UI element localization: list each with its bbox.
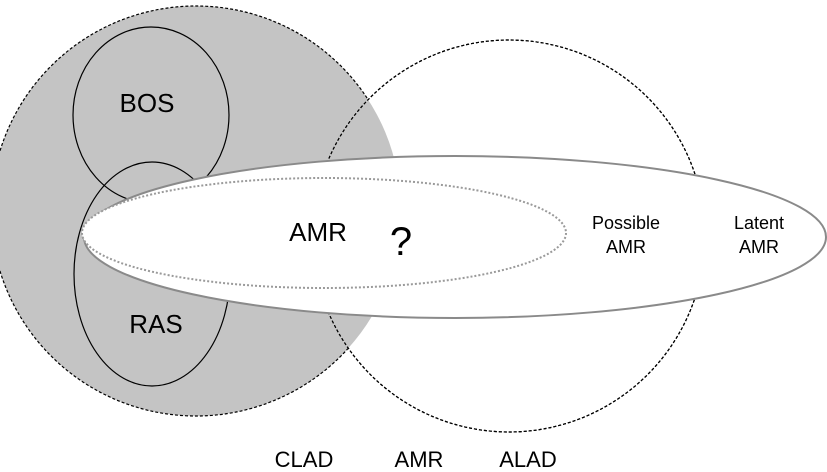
bottom-label-clad: CLAD [275,447,334,472]
amr-inner-ellipse [81,177,567,289]
question-mark: ? [390,220,412,264]
possible-amr-label-line2: AMR [606,237,646,257]
latent-amr-label-line1: Latent [734,213,784,233]
latent-amr-label-line2: AMR [739,237,779,257]
amr-center-label: AMR [289,217,347,247]
bos-label: BOS [120,88,175,118]
bottom-label-alad: ALAD [499,447,556,472]
ras-label: RAS [129,309,182,339]
possible-amr-label-line1: Possible [592,213,660,233]
bottom-label-amr: AMR [395,447,444,472]
